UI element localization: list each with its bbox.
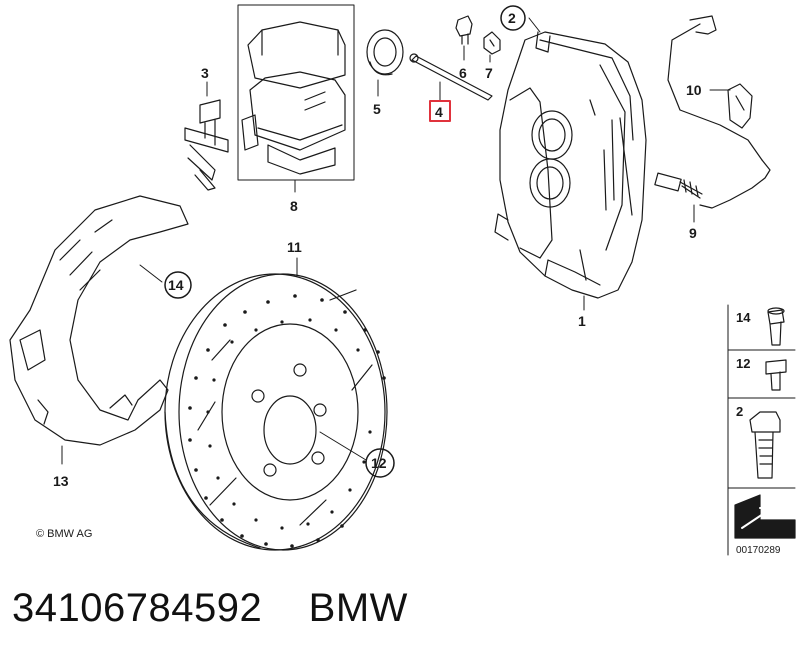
- diagram-number: 00170289: [736, 545, 781, 556]
- part-label-8: 8: [290, 198, 298, 214]
- part-label-9: 9: [689, 225, 697, 241]
- part-label-4: 4: [435, 104, 443, 120]
- copyright-notice: © BMW AG: [36, 528, 92, 540]
- part-label-1: 1: [578, 313, 586, 329]
- spring-clip-illustration: [184, 99, 229, 191]
- part-label-11: 11: [287, 239, 302, 255]
- part-caption: 34106784592 BMW: [12, 586, 408, 631]
- brake-pad-set-illustration: [237, 4, 355, 181]
- part-label-2: 2: [508, 10, 516, 26]
- dust-cap-illustration: [483, 31, 501, 55]
- fastener-legend-panel: [727, 304, 796, 556]
- part-label-10: 10: [686, 82, 702, 98]
- part-number: 34106784592: [12, 586, 263, 630]
- part-label-7: 7: [485, 65, 493, 81]
- brake-disc-illustration: [164, 273, 388, 551]
- callout-circle-2: [500, 5, 526, 31]
- guide-pin-illustration: [409, 53, 493, 101]
- part-label-14: 14: [168, 277, 184, 293]
- part-label-3: 3: [201, 65, 209, 81]
- legend-label-2: 2: [736, 404, 743, 419]
- part-label-5: 5: [373, 101, 381, 117]
- wear-sensor-illustration: [654, 15, 771, 209]
- legend-label-12: 12: [736, 356, 750, 371]
- part-label-12: 12: [371, 455, 387, 471]
- brand-name: BMW: [308, 586, 408, 630]
- highlight-box: [429, 100, 451, 122]
- brake-caliper-illustration: [494, 31, 647, 299]
- part-label-13: 13: [53, 473, 69, 489]
- callout-circle-12: [365, 448, 395, 478]
- disc-drill-holes: [188, 294, 386, 548]
- callout-circle-14: [164, 271, 192, 299]
- legend-arrow-icon: [734, 494, 796, 539]
- part-label-6: 6: [459, 65, 467, 81]
- bleed-screw-illustration: [455, 15, 473, 45]
- dust-shield-illustration: [9, 195, 189, 446]
- seal-ring-illustration: [366, 29, 404, 76]
- legend-label-14: 14: [736, 310, 751, 325]
